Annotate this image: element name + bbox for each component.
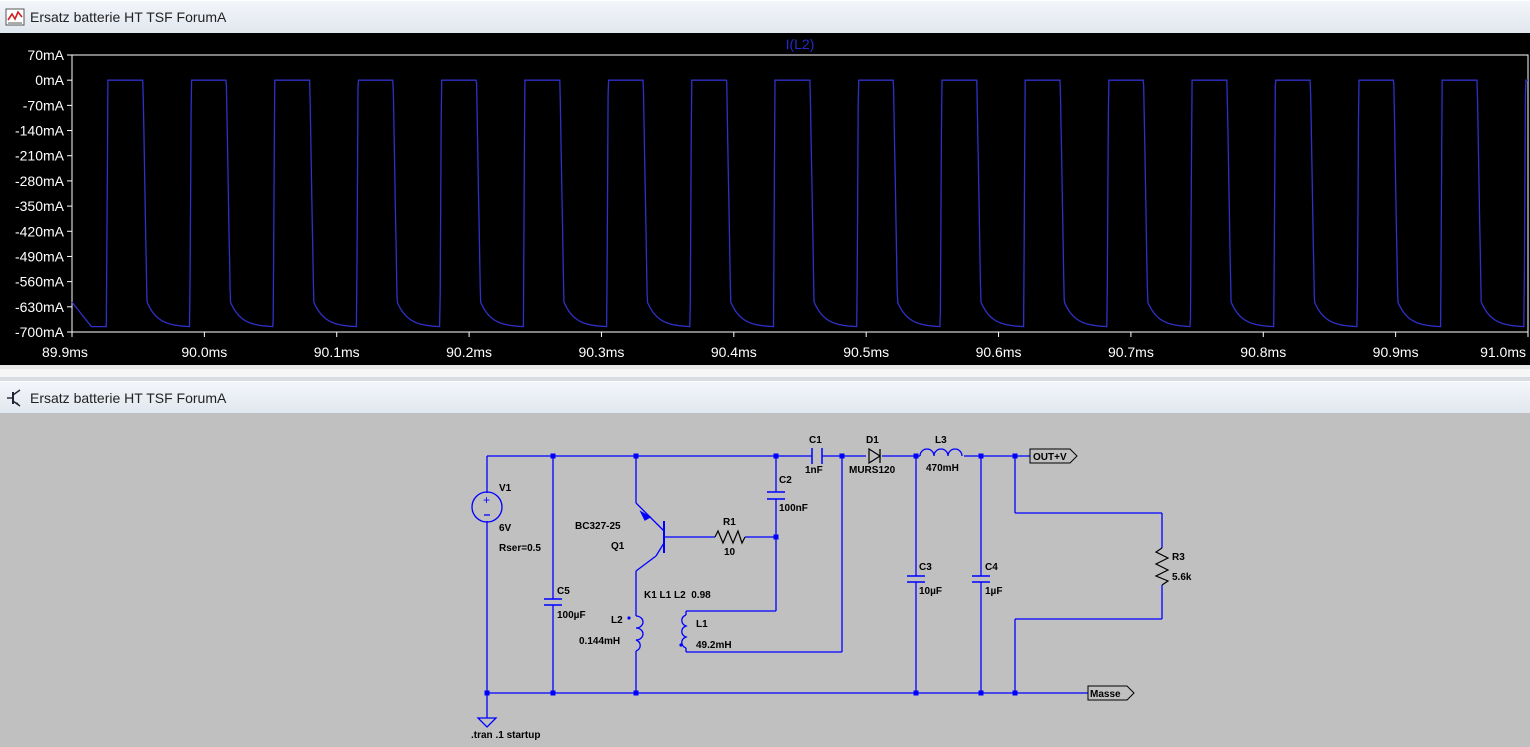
v1-value: 6V	[499, 523, 512, 534]
x-tick-label: 90.9ms	[1373, 344, 1419, 360]
x-tick-label: 90.4ms	[711, 344, 757, 360]
y-tick-label: 0mA	[35, 72, 64, 88]
junction-dots	[484, 453, 1018, 696]
l1-name: L1	[696, 619, 708, 630]
c5-value: 100µF	[557, 610, 586, 621]
waveform-window-titlebar[interactable]: Ersatz batterie HT TSF ForumA	[0, 1, 1530, 34]
schematic-canvas[interactable]: + V1 6V Rser=0.5 .tran .1 startup C5 100…	[0, 413, 1530, 747]
plus-sign: +	[483, 493, 490, 507]
v1-voltage-source[interactable]: +	[471, 491, 503, 523]
schematic-window-title: Ersatz batterie HT TSF ForumA	[30, 390, 227, 406]
c1-value: 1nF	[805, 465, 823, 476]
l1-value: 49.2mH	[696, 640, 732, 651]
l2-polarity-dot	[627, 616, 631, 620]
out-net-label-text: OUT+V	[1033, 452, 1067, 463]
c2-capacitor[interactable]	[767, 491, 785, 500]
waveform-icon	[4, 6, 26, 28]
i-l2-trace[interactable]	[71, 79, 1528, 328]
c5-capacitor[interactable]	[544, 598, 562, 606]
r3-resistor[interactable]	[1154, 547, 1170, 586]
y-tick-label: -700mA	[15, 324, 65, 340]
l1-inductor[interactable]	[681, 614, 688, 649]
l2-inductor[interactable]	[635, 615, 644, 652]
x-tick-label: 90.0ms	[181, 344, 227, 360]
masse-net-label[interactable]: Masse	[1087, 685, 1135, 701]
r3-name: R3	[1172, 552, 1185, 563]
x-tick-label: 90.1ms	[314, 344, 360, 360]
pane-separator	[0, 365, 1530, 369]
plot-frame	[71, 54, 1529, 333]
ground-symbol	[476, 717, 498, 728]
out-net-label[interactable]: OUT+V	[1029, 448, 1078, 464]
r1-resistor[interactable]	[714, 529, 746, 545]
pane-splitter[interactable]	[0, 369, 1530, 377]
c1-capacitor[interactable]	[811, 448, 823, 464]
q1-transistor[interactable]	[639, 510, 665, 557]
y-tick-label: 70mA	[27, 47, 64, 63]
c4-capacitor[interactable]	[972, 575, 990, 583]
x-tick-label: 89.9ms	[42, 344, 88, 360]
pane-separator-2	[0, 377, 1530, 381]
x-tick-label: 90.7ms	[1108, 344, 1154, 360]
schematic-window-titlebar[interactable]: Ersatz batterie HT TSF ForumA	[0, 382, 1530, 415]
y-tick-label: -140mA	[15, 123, 65, 139]
l2-value: 0.144mH	[579, 636, 620, 647]
tran-directive[interactable]: .tran .1 startup	[471, 730, 540, 741]
masse-net-label-text: Masse	[1090, 689, 1121, 700]
y-tick-label: -350mA	[15, 198, 65, 214]
v1-rser: Rser=0.5	[499, 543, 541, 554]
c1-name: C1	[809, 435, 822, 446]
c3-name: C3	[919, 562, 932, 573]
q1-name: Q1	[611, 541, 625, 552]
c4-value: 1µF	[985, 586, 1002, 597]
waveform-window-title: Ersatz batterie HT TSF ForumA	[30, 9, 227, 25]
y-tick-label: -280mA	[15, 173, 65, 189]
x-tick-label: 90.2ms	[446, 344, 492, 360]
wires	[486, 455, 1163, 718]
l3-name: L3	[935, 435, 947, 446]
waveform-chart[interactable]: I(L2) 70mA 0mA -70mA -140mA -210mA -280mA -350m…	[0, 33, 1530, 365]
y-tick-label: -560mA	[15, 274, 65, 290]
schematic-drawing[interactable]: + V1 6V Rser=0.5 .tran .1 startup C5 100…	[0, 413, 1530, 747]
c5-name: C5	[557, 586, 570, 597]
d1-name: D1	[866, 435, 879, 446]
x-tick-label: 90.6ms	[976, 344, 1022, 360]
x-tick-label: 90.3ms	[578, 344, 624, 360]
l3-inductor[interactable]	[919, 448, 963, 457]
trace-title[interactable]: I(L2)	[786, 36, 815, 52]
y-tick-label: -210mA	[15, 148, 65, 164]
l3-value: 470mH	[926, 463, 959, 474]
c3-capacitor[interactable]	[907, 575, 925, 583]
y-tick-label: -630mA	[15, 299, 65, 315]
l2-name: L2	[611, 615, 623, 626]
r3-value: 5.6k	[1172, 572, 1192, 583]
x-tick-label: 91.0ms	[1480, 344, 1526, 360]
x-tick-label: 90.5ms	[843, 344, 889, 360]
c3-value: 10µF	[919, 586, 942, 597]
y-tick-label: -490mA	[15, 248, 65, 264]
r1-value: 10	[724, 547, 736, 558]
y-tick-label: -70mA	[23, 97, 65, 113]
d1-model: MURS120	[849, 465, 896, 476]
c2-name: C2	[779, 475, 792, 486]
waveform-plot-pane[interactable]: I(L2) 70mA 0mA -70mA -140mA -210mA -280mA -350m…	[0, 33, 1530, 365]
c4-name: C4	[985, 562, 998, 573]
coupling-directive[interactable]: K1 L1 L2 0.98	[644, 590, 711, 601]
x-tick-label: 90.8ms	[1240, 344, 1286, 360]
q1-model: BC327-25	[575, 521, 621, 532]
c2-value: 100nF	[779, 503, 808, 514]
y-tick-label: -420mA	[15, 223, 65, 239]
d1-diode[interactable]	[868, 447, 882, 465]
l1-polarity-dot	[679, 643, 683, 647]
r1-name: R1	[723, 517, 736, 528]
v1-name: V1	[499, 483, 512, 494]
transistor-icon	[4, 387, 26, 409]
